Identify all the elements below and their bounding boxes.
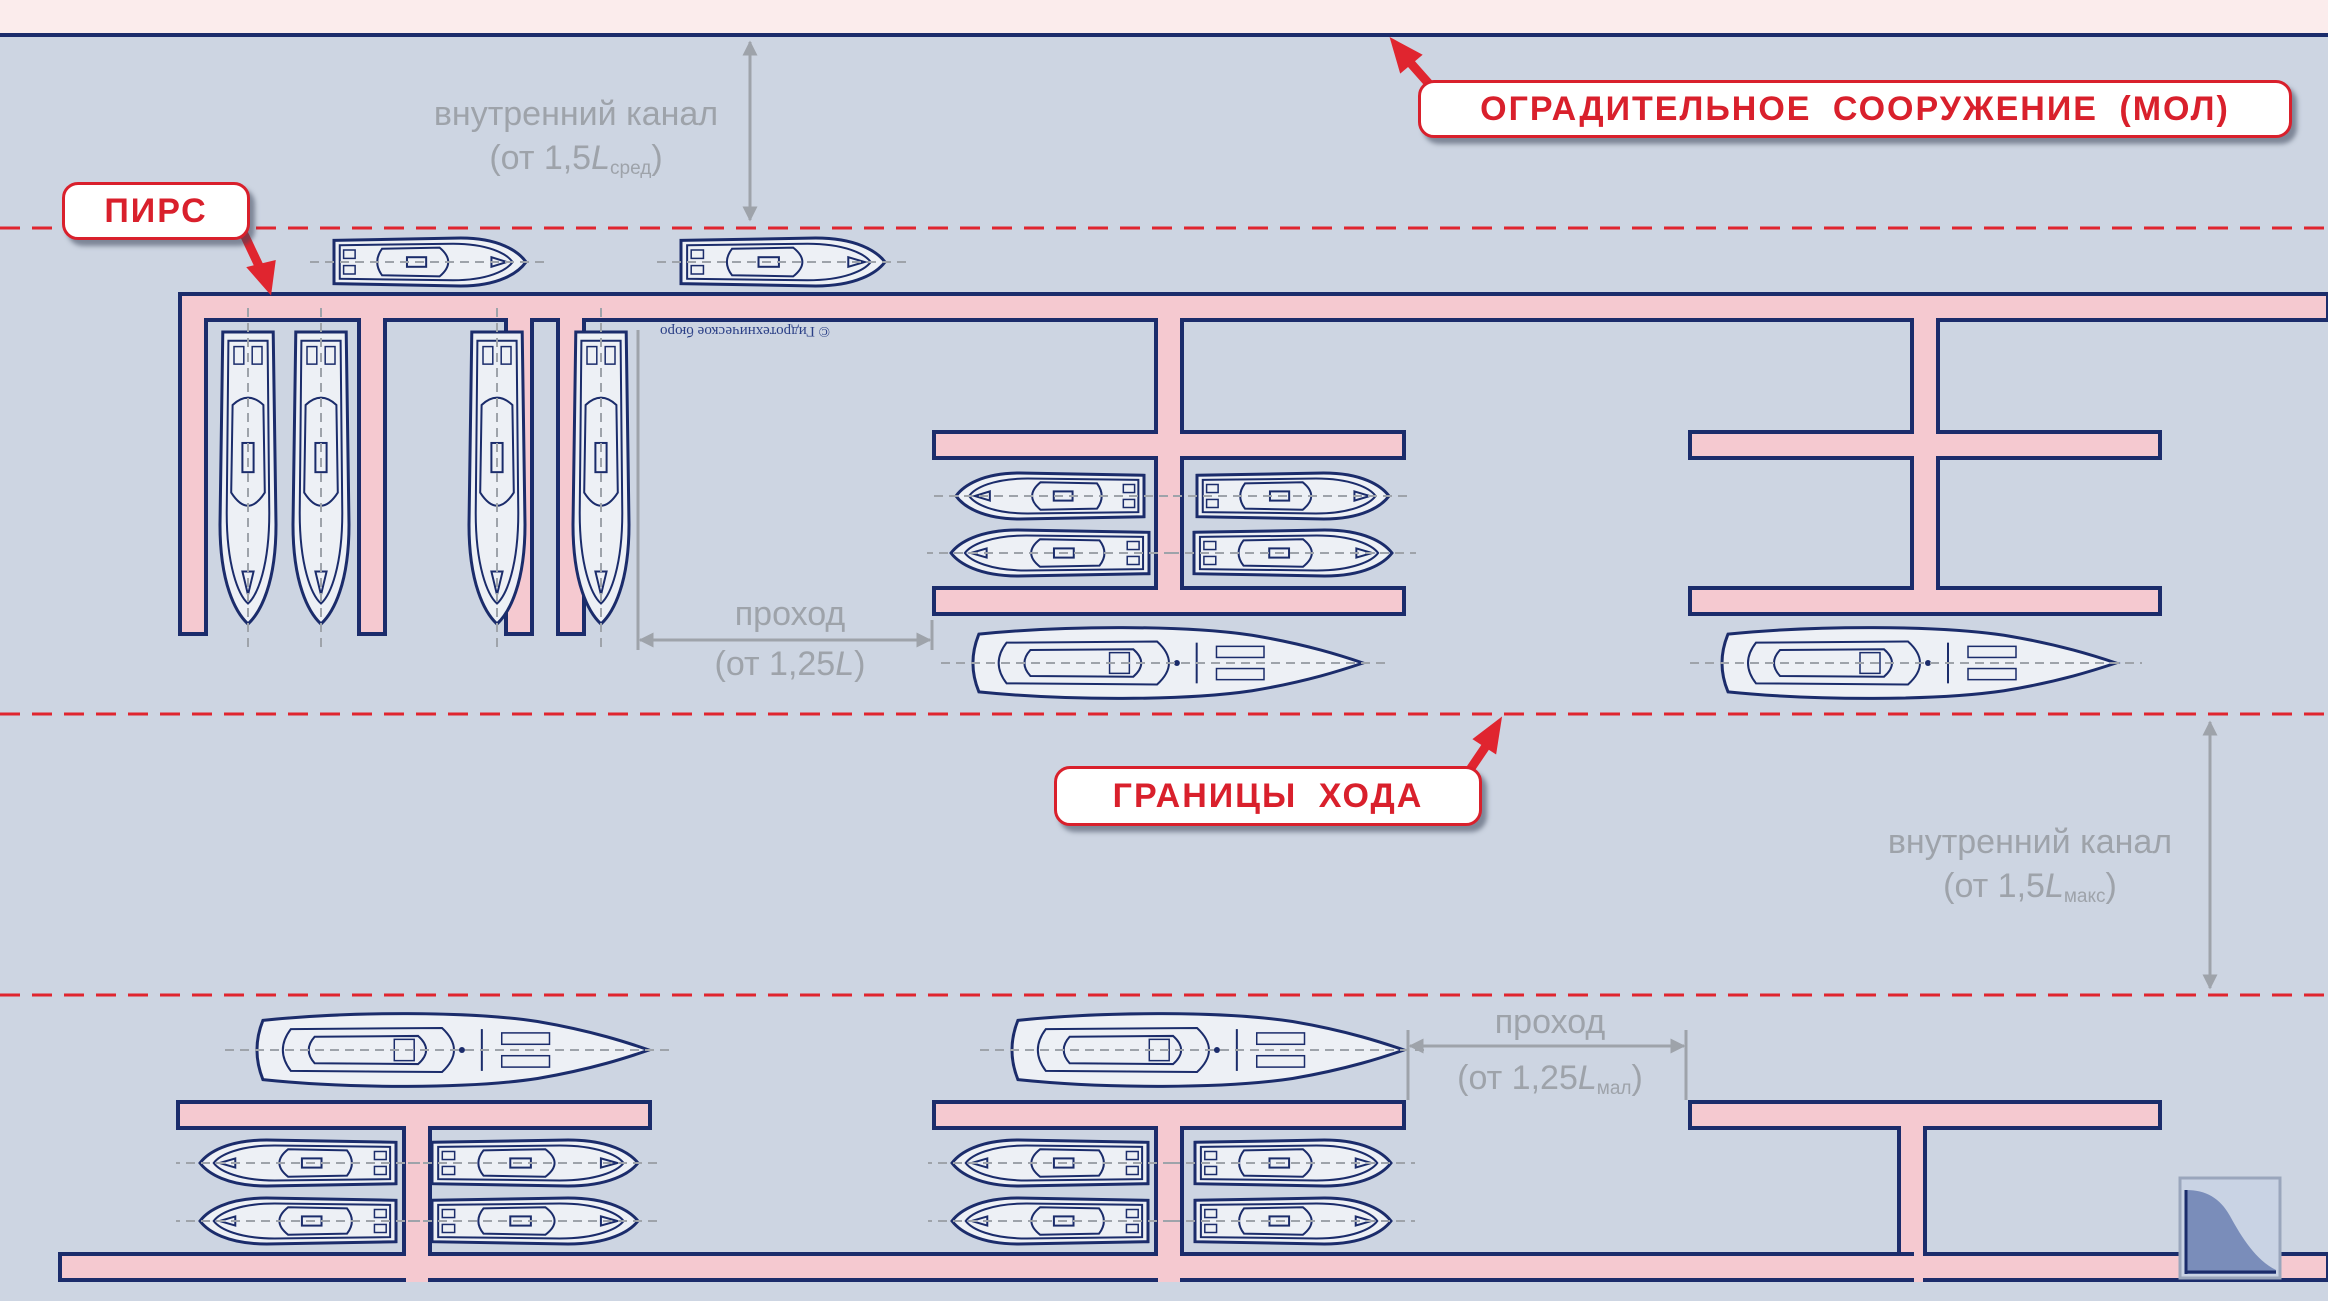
breakwater-callout: ОГРАДИТЕЛЬНОЕ СООРУЖЕНИЕ (МОЛ) (1418, 80, 2292, 138)
motor-boat (1171, 1138, 1415, 1188)
motor-boat (1171, 1196, 1415, 1246)
inner-channel-right-text: внутренний канал (1887, 823, 2173, 861)
motor-boat (218, 308, 278, 648)
sailing-yacht (980, 1012, 1430, 1088)
dimension-arrows (636, 40, 2218, 1100)
motor-boat (928, 1196, 1172, 1246)
motor-boat (176, 1196, 420, 1246)
passage-middle-label: проход (от 1,25L) (690, 592, 890, 686)
passage-bottom-formula: (от 1,25Lмал) (1457, 1059, 1643, 1099)
boats (176, 236, 2142, 1246)
bureau-logo-icon (2178, 1176, 2282, 1280)
inner-channel-top-text: внутренний канал (433, 95, 719, 133)
motor-boat (291, 308, 351, 648)
motor-boat (467, 308, 527, 648)
motor-boat (408, 1138, 662, 1188)
inner-channel-right-formula: (от 1,5Lмакс) (1943, 867, 2117, 907)
motor-boat (310, 236, 550, 288)
passage-bottom-text: проход (1494, 1003, 1606, 1041)
motor-boat (928, 1138, 1172, 1188)
motor-boat (571, 308, 631, 648)
motor-boat (927, 528, 1173, 578)
pier-joints (406, 1250, 1923, 1282)
passage-middle-formula: (от 1,25L) (714, 645, 866, 683)
inner-channel-top-label: внутренний канал (от 1,5Lсред) (410, 92, 742, 191)
inner-channel-right-label: внутренний канал (от 1,5Lмакс) (1860, 820, 2200, 919)
fairway-bounds-callout: ГРАНИЦЫ ХОДА (1054, 766, 1482, 826)
passage-bottom-label: проход (от 1,25Lмал) (1420, 1000, 1680, 1111)
sailing-yacht (941, 626, 1389, 700)
copyright-note: © Гидротехническое бюро (660, 323, 830, 339)
motor-boat (932, 471, 1168, 521)
sailing-yacht (225, 1012, 675, 1088)
motor-boat (1170, 528, 1416, 578)
passage-middle-text: проход (734, 595, 846, 633)
inner-channel-top-formula: (от 1,5Lсред) (489, 139, 663, 179)
motor-boat (408, 1196, 662, 1246)
motor-boat (657, 236, 909, 288)
pier-callout: ПИРС (62, 182, 250, 240)
lower-pier (58, 1100, 2328, 1282)
breakwater (0, 0, 2328, 37)
motor-boat (1173, 471, 1413, 521)
motor-boat (176, 1138, 420, 1188)
fairway-boundaries (0, 226, 2328, 997)
sailing-yacht (1690, 626, 2142, 700)
